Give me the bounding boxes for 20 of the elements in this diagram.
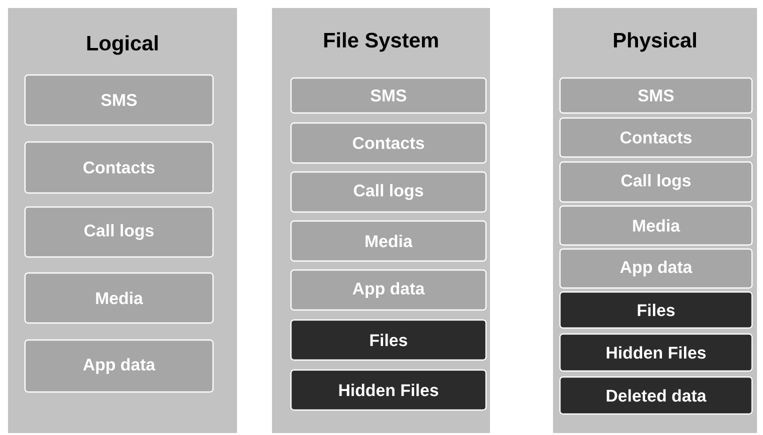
category-box: Contacts [24,141,214,194]
category-box: Files [290,319,487,361]
category-box: Files [559,291,753,329]
category-box: App data [559,248,753,289]
category-box: Media [24,272,214,324]
category-box: Hidden Files [290,369,487,411]
category-box: Call logs [24,206,214,258]
category-box: Deleted data [559,376,753,415]
category-box: SMS [290,77,487,114]
category-box: Hidden Files [559,333,753,372]
category-box: Media [290,220,487,262]
category-box: Call logs [290,171,487,213]
category-box: Contacts [290,122,487,164]
category-box: Contacts [559,117,753,158]
category-box: App data [290,269,487,311]
category-box: App data [24,339,214,393]
category-box: Media [559,205,753,246]
category-box: SMS [24,74,214,126]
category-box: Call logs [559,161,753,203]
category-box: SMS [559,77,753,114]
